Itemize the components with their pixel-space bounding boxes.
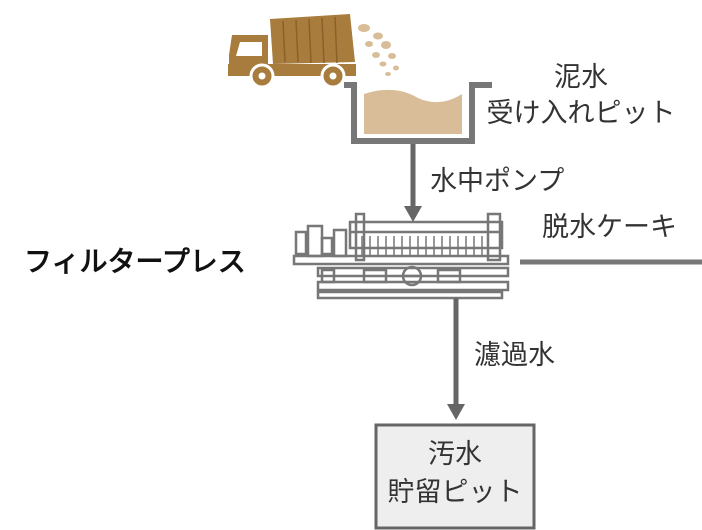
filter-press-machine	[292, 212, 510, 300]
arrow-to-storage-pit	[447, 298, 465, 420]
truck-window	[236, 42, 262, 56]
dump-truck-icon	[228, 14, 356, 89]
slurry-pit-label-line1: 泥水	[554, 62, 608, 93]
pit-mud	[364, 89, 462, 134]
storage-pit-label-line2: 貯留ピット	[387, 477, 523, 508]
pump-label: 水中ポンプ	[430, 166, 565, 197]
truck-bed	[270, 14, 355, 64]
filtrate-label: 濾過水	[474, 340, 555, 371]
falling-mud-particles	[358, 24, 399, 76]
slurry-receiving-pit	[344, 82, 492, 144]
truck-bed-ribs	[282, 16, 338, 64]
arrow-to-filter-press	[404, 144, 422, 222]
slurry-pit-label-line2: 受け入れピット	[486, 98, 676, 129]
storage-pit-label-line1: 汚水	[428, 439, 482, 470]
storage-pit-box	[374, 423, 536, 530]
filter-press-label: フィルタープレス	[24, 245, 246, 278]
cake-label: 脱水ケーキ	[542, 212, 677, 243]
